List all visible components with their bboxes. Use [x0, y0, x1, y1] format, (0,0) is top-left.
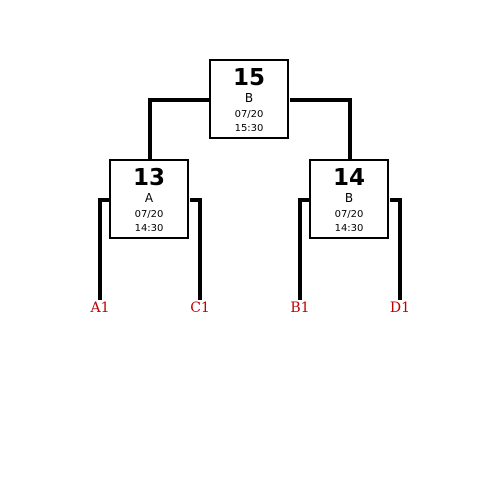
- connector-final-left: [148, 98, 210, 160]
- connector-a1: [98, 198, 110, 300]
- connector-d1: [390, 198, 402, 300]
- connector-c1: [190, 198, 202, 300]
- match-number: 13: [132, 165, 165, 191]
- connector-b1: [298, 198, 310, 300]
- seed-d1: D1: [389, 300, 411, 316]
- match-court: A: [144, 191, 154, 205]
- match-semi-left: 13 A 07/20 14:30: [109, 159, 189, 239]
- match-number: 15: [232, 65, 265, 91]
- match-date: 07/20: [134, 209, 164, 220]
- match-court: B: [344, 191, 354, 205]
- connector-final-right: [290, 98, 352, 160]
- match-time: 14:30: [334, 223, 364, 234]
- match-semi-right: 14 B 07/20 14:30: [309, 159, 389, 239]
- seed-b1: B1: [290, 300, 310, 316]
- match-date: 07/20: [334, 209, 364, 220]
- seed-c1: C1: [190, 300, 210, 316]
- match-time: 14:30: [134, 223, 164, 234]
- match-court: B: [244, 91, 254, 105]
- match-time: 15:30: [234, 123, 264, 134]
- match-date: 07/20: [234, 109, 264, 120]
- match-number: 14: [332, 165, 365, 191]
- match-final: 15 B 07/20 15:30: [209, 59, 289, 139]
- seed-a1: A1: [90, 300, 110, 316]
